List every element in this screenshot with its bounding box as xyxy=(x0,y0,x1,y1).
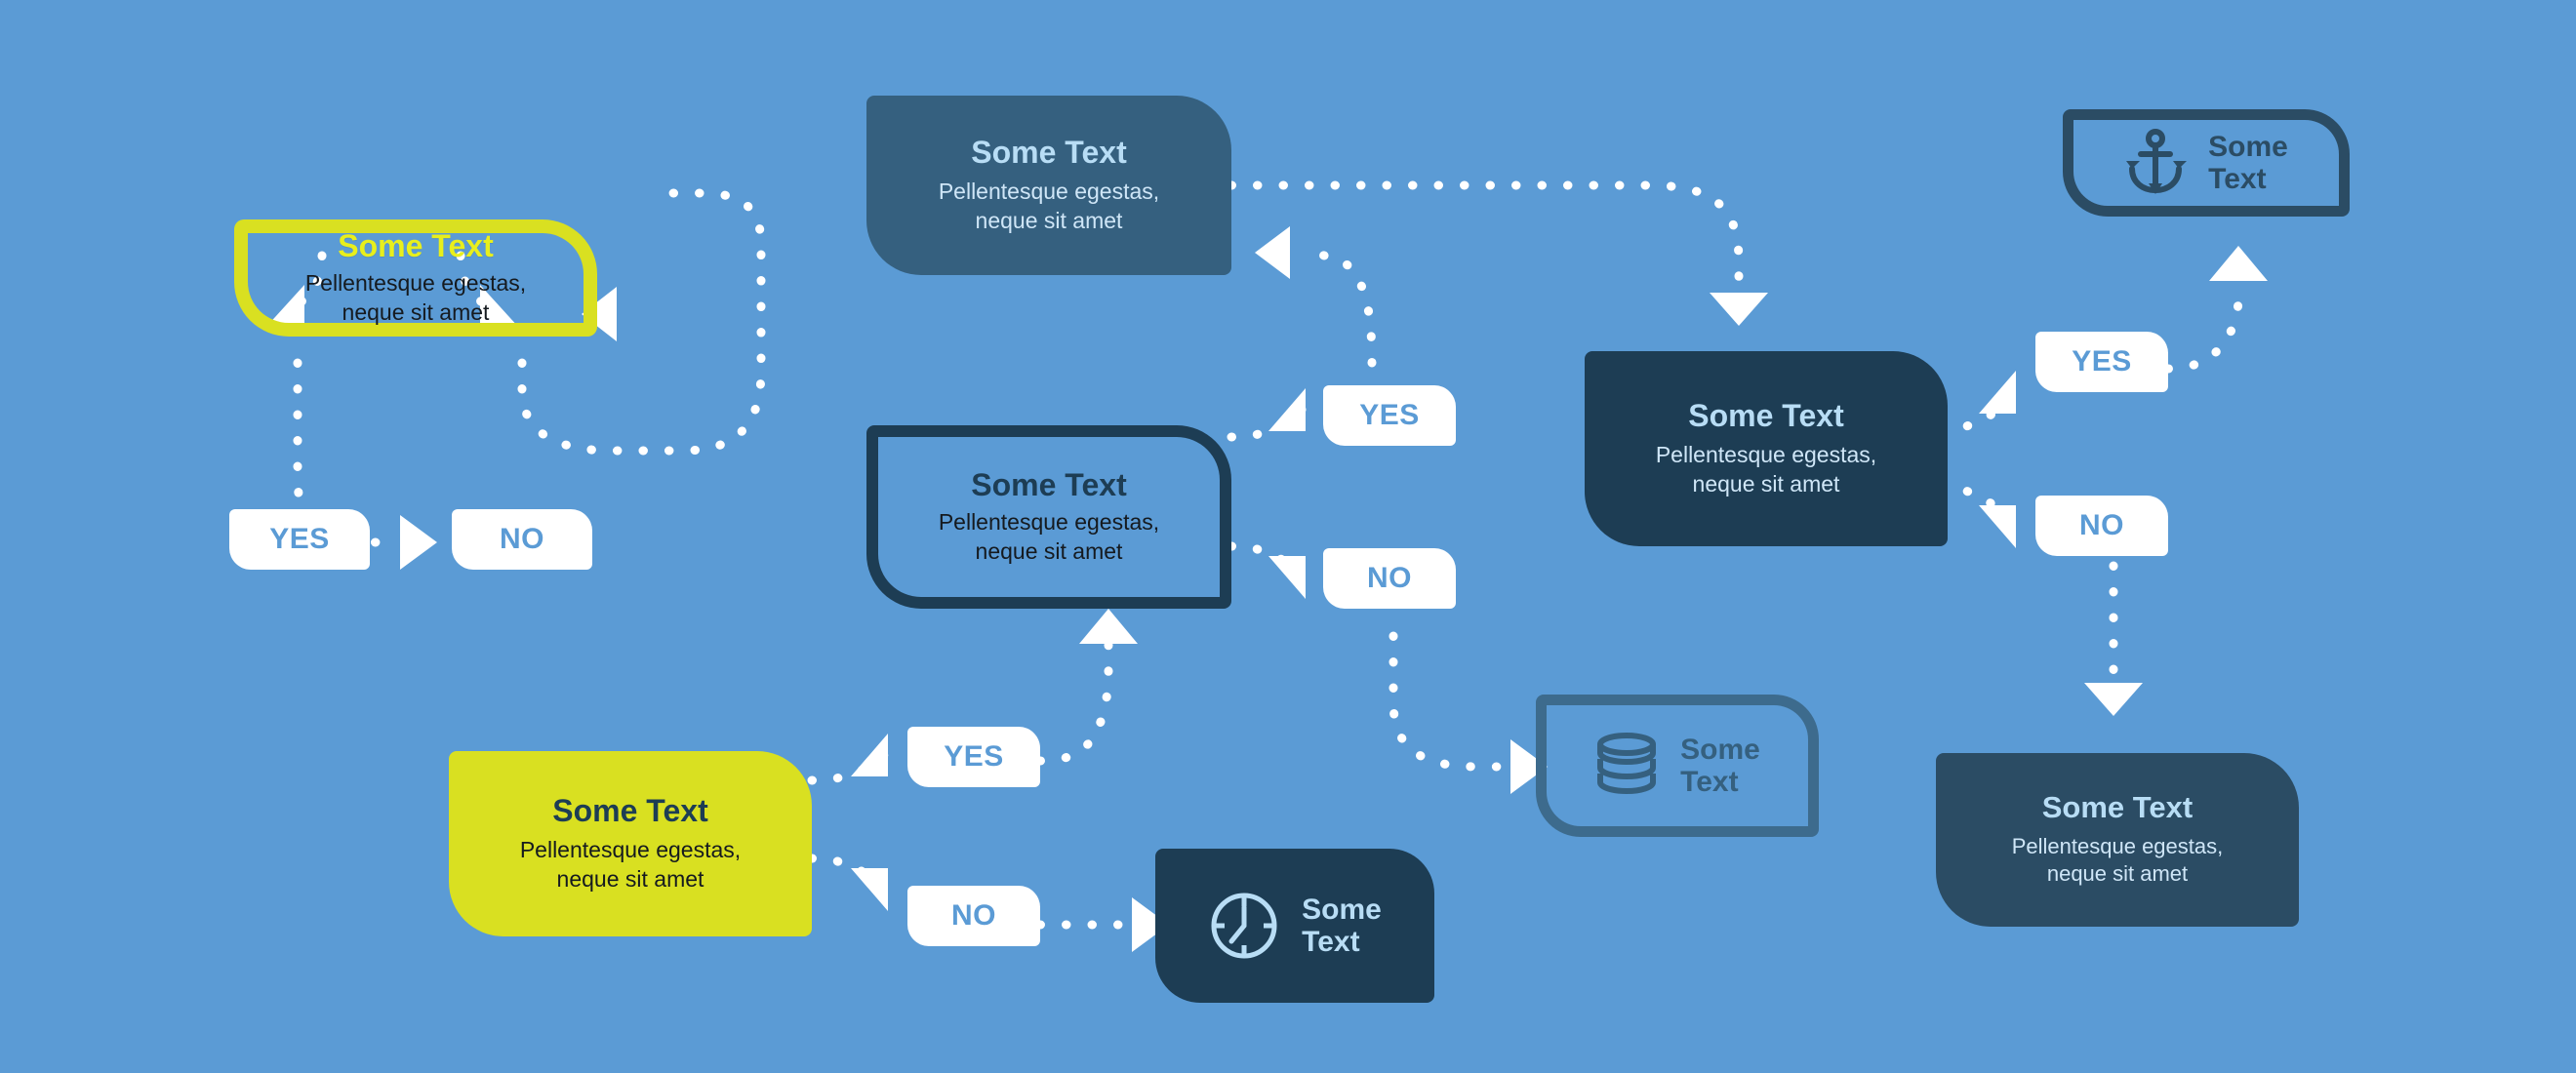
icon-node-title-line1: Some xyxy=(2208,131,2288,163)
arrowhead-into-navycenter xyxy=(1710,293,1768,326)
connector-yesright-to-anchor xyxy=(2163,276,2243,374)
arrowhead-into-anchor xyxy=(2209,246,2268,281)
node-subtitle-line1: Pellentesque egestas, xyxy=(519,837,742,863)
connector-noleft-loop xyxy=(517,188,766,456)
arrowhead-yes-center xyxy=(851,734,888,776)
badge-yes-mid[interactable]: YES xyxy=(1323,385,1456,446)
node-clock[interactable]: Some Text xyxy=(1155,849,1434,1003)
arrowhead-into-yellowoutline xyxy=(582,287,617,341)
node-yellow-filled[interactable]: Some Text Pellentesque egestas, neque si… xyxy=(449,751,812,936)
badge-yes-center[interactable]: YES xyxy=(907,727,1040,787)
node-subtitle: Pellentesque egestas, neque sit amet xyxy=(1656,441,1876,498)
database-icon xyxy=(1597,733,1657,795)
node-anchor[interactable]: Some Text xyxy=(2063,109,2350,217)
badge-yes-right[interactable]: YES xyxy=(2035,332,2168,392)
node-title: Some Text xyxy=(338,227,494,263)
icon-node-title-line2: Text xyxy=(2208,163,2267,195)
arrowhead-no-mid xyxy=(1268,556,1306,599)
node-subtitle-line1: Pellentesque egestas, xyxy=(304,270,527,297)
node-subtitle-line1: Pellentesque egestas, xyxy=(938,179,1160,205)
node-subtitle-line1: Pellentesque egestas, xyxy=(2011,834,2224,859)
node-subtitle: Pellentesque egestas, neque sit amet xyxy=(939,178,1159,235)
node-subtitle: Pellentesque egestas, neque sit amet xyxy=(305,269,526,327)
node-subtitle: Pellentesque egestas, neque sit amet xyxy=(2012,833,2224,888)
icon-node-title-line1: Some xyxy=(1680,734,1760,766)
badge-no-left[interactable]: NO xyxy=(452,509,592,570)
node-title: Some Text xyxy=(2041,790,2194,825)
connector-yescenter-to-navyoutline xyxy=(1035,639,1113,766)
node-subtitle-line2: neque sit amet xyxy=(1692,470,1840,497)
arrowhead-yes-right xyxy=(1979,371,2016,414)
node-database[interactable]: Some Text xyxy=(1536,695,1819,837)
icon-node-title-line2: Text xyxy=(1680,766,1739,798)
arrowhead-yes-mid xyxy=(1268,388,1306,431)
badge-no-center[interactable]: NO xyxy=(907,886,1040,946)
badge-no-mid[interactable]: NO xyxy=(1323,548,1456,609)
node-navy-outline[interactable]: Some Text Pellentesque egestas, neque si… xyxy=(866,425,1231,609)
icon-node-title: Some Text xyxy=(1680,734,1760,798)
node-yellow-outline[interactable]: Some Text Pellentesque egestas, neque si… xyxy=(234,219,597,337)
arrowhead-into-database xyxy=(1510,739,1548,794)
node-subtitle-line1: Pellentesque egestas, xyxy=(1655,442,1877,468)
arrowhead-into-clock xyxy=(1132,897,1169,952)
node-navy-filled-center[interactable]: Some Text Pellentesque egestas, neque si… xyxy=(1585,351,1948,546)
node-subtitle-line2: neque sit amet xyxy=(2046,861,2189,887)
icon-node-title: Some Text xyxy=(1302,894,1382,958)
node-subtitle: Pellentesque egestas, neque sit amet xyxy=(939,508,1159,566)
node-title: Some Text xyxy=(1688,397,1844,433)
clock-icon xyxy=(1211,893,1277,959)
arrowhead-into-yellowfilled xyxy=(400,515,437,570)
connector-yesmid-loop-up xyxy=(1295,247,1377,368)
node-slate-filled[interactable]: Some Text Pellentesque egestas, neque si… xyxy=(866,96,1231,275)
arrowhead-slate-return xyxy=(1255,226,1290,279)
node-navy-filled-right[interactable]: Some Text Pellentesque egestas, neque si… xyxy=(1936,753,2299,927)
icon-node-title-line1: Some xyxy=(1302,894,1382,926)
icon-node-title: Some Text xyxy=(2208,131,2288,195)
arrowhead-no-right xyxy=(1979,505,2016,548)
node-title: Some Text xyxy=(971,466,1127,502)
badge-yes-left[interactable]: YES xyxy=(229,509,370,570)
node-subtitle-line2: neque sit amet xyxy=(556,865,704,892)
node-subtitle-line2: neque sit amet xyxy=(342,298,490,325)
connector-yellow-to-no xyxy=(456,251,487,307)
node-title: Some Text xyxy=(971,134,1127,170)
arrowhead-no-left xyxy=(480,285,519,328)
badge-no-right[interactable]: NO xyxy=(2035,496,2168,556)
anchor-icon xyxy=(2126,129,2188,194)
node-subtitle: Pellentesque egestas, neque sit amet xyxy=(520,836,741,894)
node-title: Some Text xyxy=(552,792,708,828)
node-subtitle-line1: Pellentesque egestas, xyxy=(938,509,1160,536)
connector-nomid-to-database xyxy=(1389,631,1512,772)
arrowhead-into-navyoutline xyxy=(1079,609,1138,644)
node-subtitle-line2: neque sit amet xyxy=(975,207,1123,233)
node-subtitle-line2: neque sit amet xyxy=(975,537,1123,564)
arrowhead-no-center xyxy=(851,868,888,911)
arrowhead-into-navybottom xyxy=(2084,683,2143,716)
connector-slate-to-navycenter xyxy=(1227,180,1744,298)
icon-node-title-line2: Text xyxy=(1302,926,1360,958)
